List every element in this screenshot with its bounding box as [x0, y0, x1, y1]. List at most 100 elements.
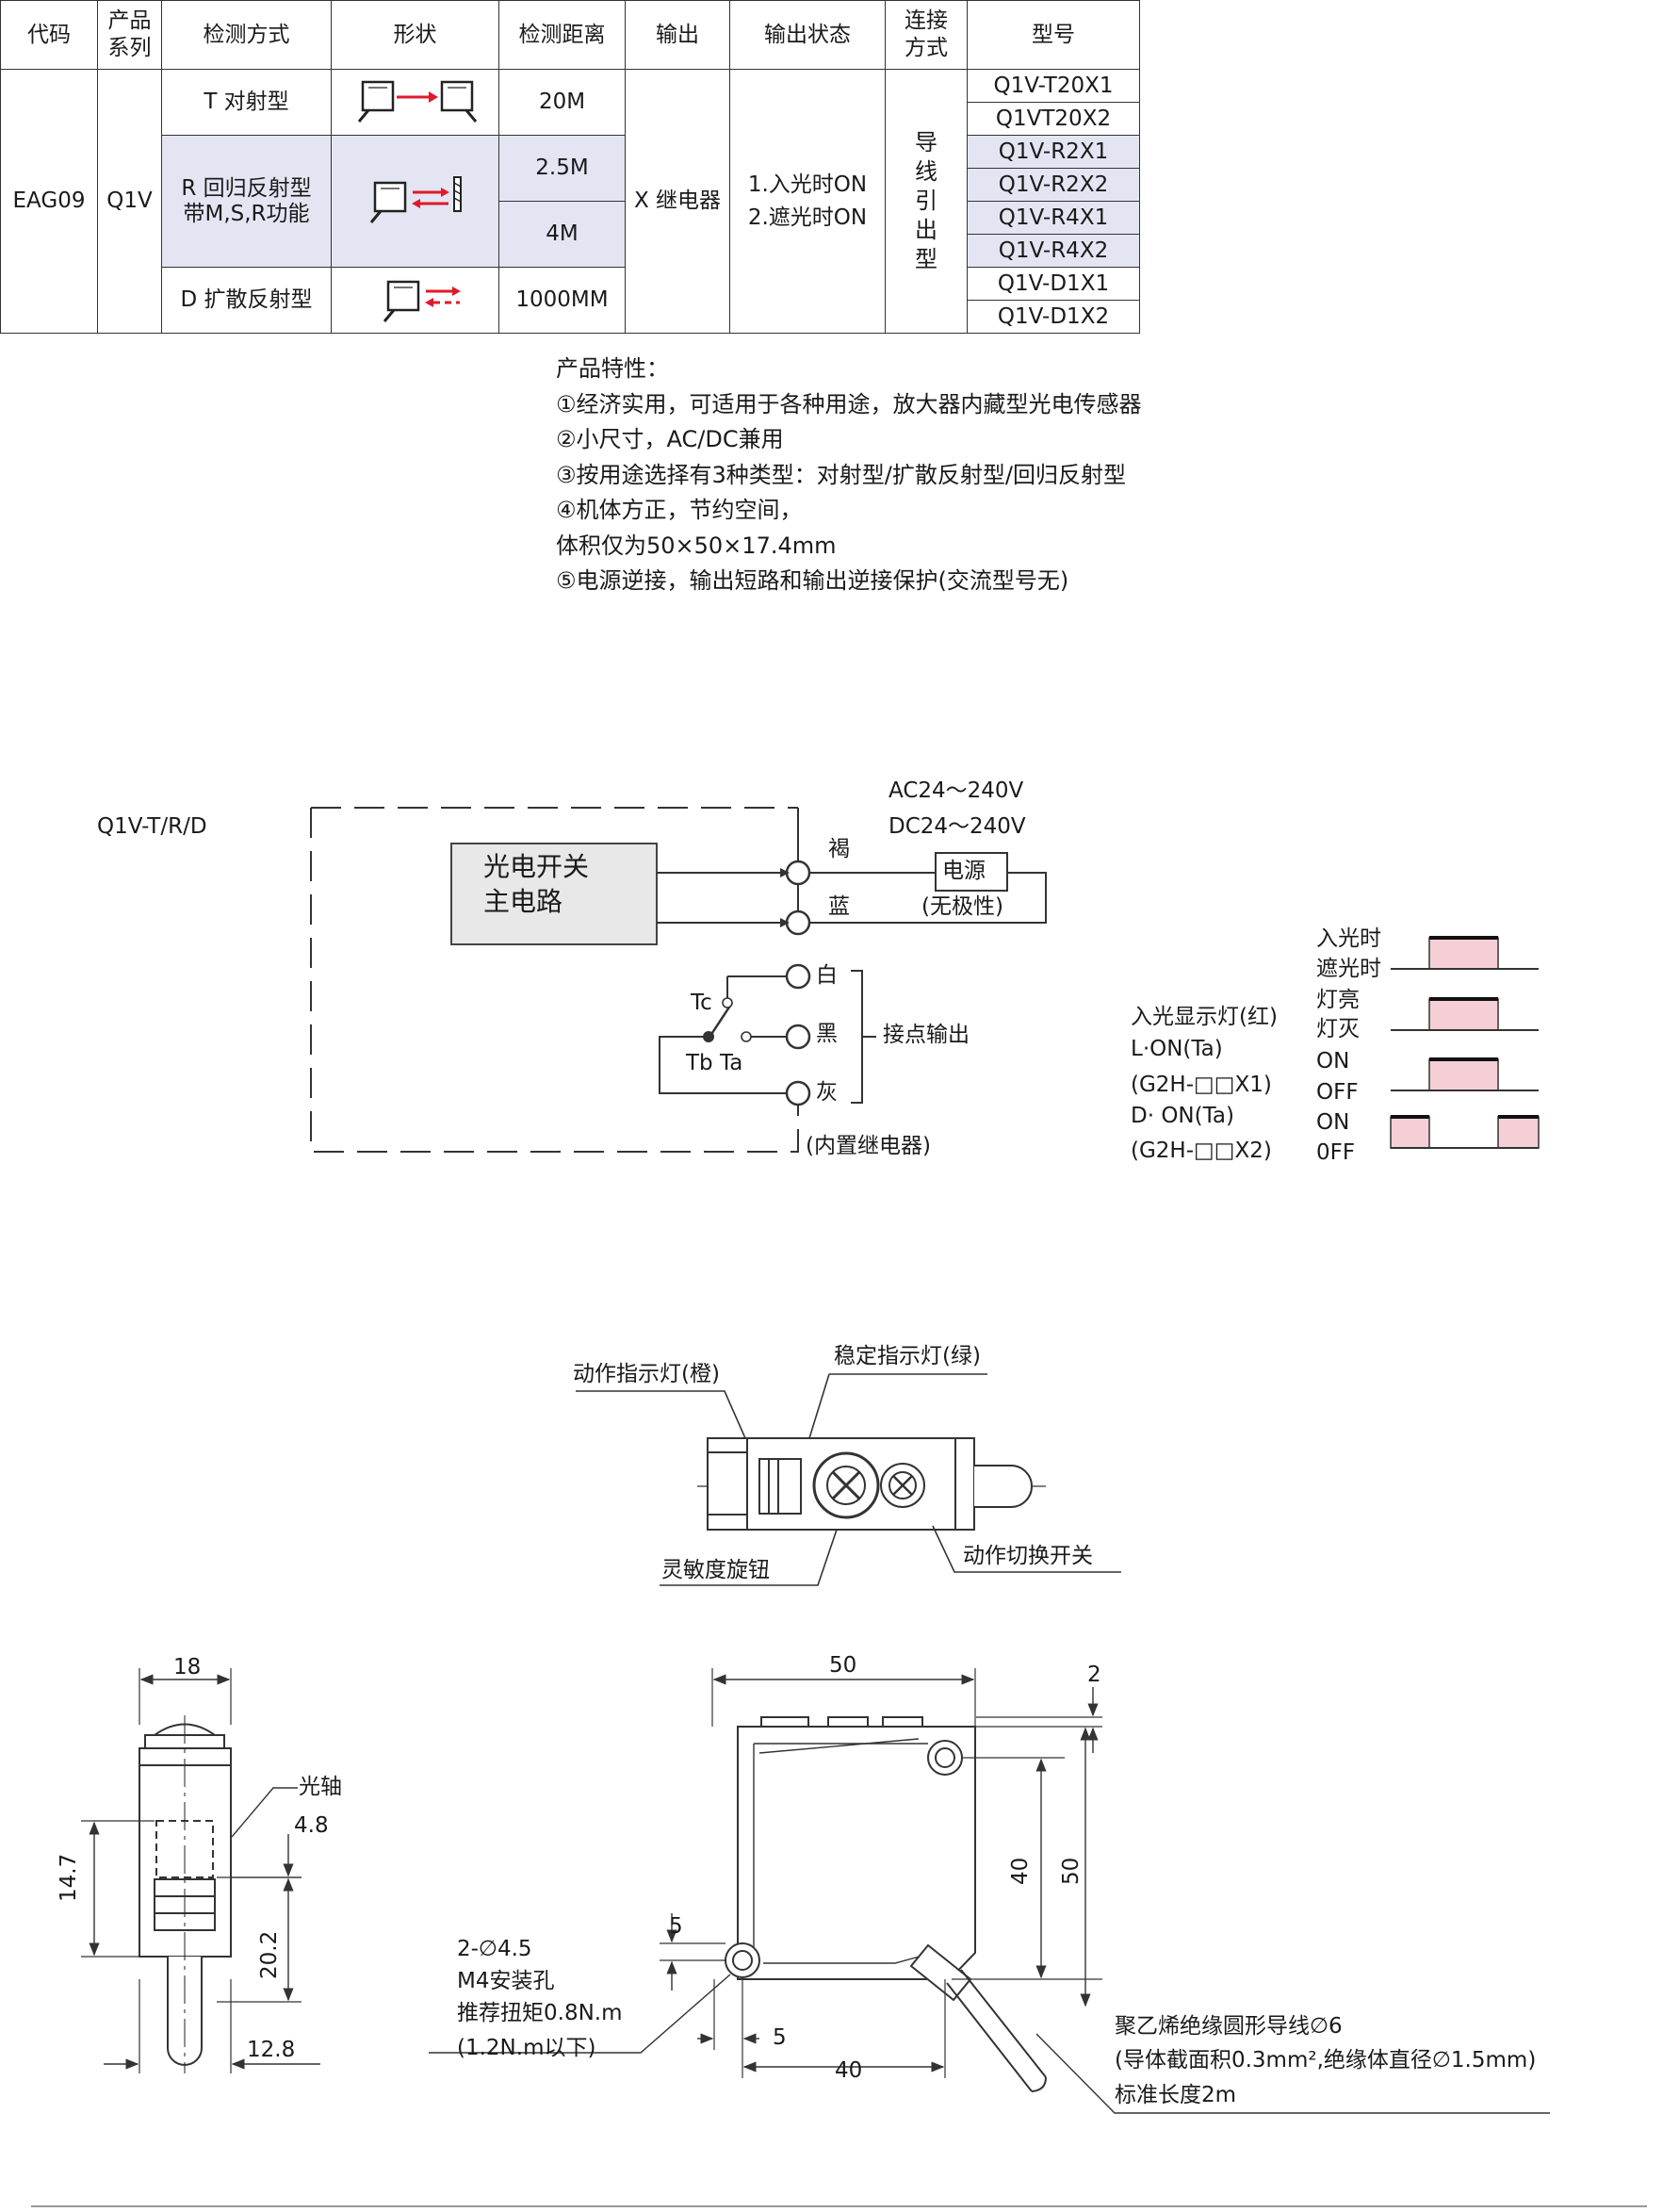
hole-spec-line4: (1.2N.m以下) — [457, 2036, 596, 2060]
table-row: Q1VT20X2 — [1, 102, 1140, 136]
main-circuit-line2: 主电路 — [483, 886, 563, 917]
method-r-cell: R 回归反射型带M,S,R功能 — [161, 135, 332, 268]
d-model-label: (G2H-□□X2) — [1131, 1139, 1272, 1163]
dim-20-2: 20.2 — [257, 1930, 282, 1979]
pulse-l-on — [1428, 1058, 1499, 1091]
action-led-label: 动作指示灯(橙) — [573, 1362, 720, 1386]
lamp-on-label: 灯亮 — [1316, 988, 1360, 1012]
table-row: D 扩散反射型 1000MM Q1V-D1X1 — [1, 267, 1140, 334]
through-beam-icon — [357, 81, 477, 123]
header-state: 输出状态 — [729, 0, 886, 70]
header-method: 检测方式 — [161, 0, 332, 70]
pulse-d-on-right — [1497, 1116, 1540, 1149]
wire-black-label: 黑 — [816, 1022, 838, 1046]
lamp-label: 入光显示灯(红) — [1131, 1005, 1278, 1029]
off-label: OFF — [1316, 1080, 1359, 1105]
table-header-row: 代码 产品系列 检测方式 形状 检测距离 输出 输出状态 连接方式 型号 — [0, 0, 1140, 70]
l-model-label: (G2H-□□X1) — [1131, 1073, 1272, 1097]
dim-18: 18 — [173, 1655, 202, 1679]
l-on-label: L·ON(Ta) — [1131, 1037, 1223, 1061]
distance-4m: 4M — [498, 201, 626, 268]
table-row: Q1V-D1X2 — [1, 300, 1140, 334]
distance-2-5m: 2.5M — [498, 135, 626, 202]
circuit-model: Q1V-T/R/D — [97, 814, 207, 839]
header-series: 产品系列 — [97, 0, 162, 70]
table-row: 4M Q1V-R4X1 — [1, 201, 1140, 268]
feature-title: 产品特性： — [556, 355, 669, 382]
feature-list: 产品特性： ①经济实用，可适用于各种用途，放大器内藏型光电传感器 ②小尺寸，AC… — [556, 352, 1142, 599]
dim-14-7: 14.7 — [57, 1853, 81, 1902]
sensitivity-knob-label: 灵敏度旋钮 — [661, 1558, 770, 1582]
retro-reflective-icon — [369, 176, 462, 224]
ac-voltage: AC24～240V — [888, 778, 1024, 803]
table-row: Q1V-R2X2 — [1, 168, 1140, 202]
header-distance: 检测距离 — [498, 0, 626, 70]
feature-item: ④机体方正，节约空间， — [556, 497, 803, 523]
wire-blue-label: 蓝 — [828, 894, 850, 919]
header-shape: 形状 — [331, 0, 499, 70]
header-model: 型号 — [967, 0, 1140, 70]
method-d-cell: D 扩散反射型 — [161, 267, 332, 334]
distance-1000mm: 1000MM — [498, 267, 626, 334]
feature-item: 体积仅为50×50×17.4mm — [556, 532, 837, 559]
table-row: Q1V-R4X2 — [1, 234, 1140, 268]
feature-item: ①经济实用，可适用于各种用途，放大器内藏型光电传感器 — [556, 390, 1142, 418]
model-cell: Q1V-R2X2 — [967, 168, 1140, 202]
dim-50-width: 50 — [829, 1653, 857, 1678]
tc-label: Tc — [691, 991, 712, 1015]
cable-spec-line2: (导体截面积0.3mm²,绝缘体直径∅1.5mm) — [1115, 2048, 1537, 2073]
dim-5-horizontal: 5 — [773, 2025, 787, 2050]
model-cell: Q1V-R4X1 — [967, 201, 1140, 235]
on-label: ON — [1316, 1110, 1350, 1135]
distance-20m: 20M — [498, 69, 626, 136]
dim-4-8: 4.8 — [294, 1813, 329, 1838]
table-row: R 回归反射型带M,S,R功能 2.5M Q1V-R2X1 — [1, 135, 1140, 268]
cable-spec-line3: 标准长度2m — [1115, 2083, 1237, 2107]
pulse-light — [1428, 937, 1499, 970]
mode-switch-label: 动作切换开关 — [963, 1544, 1093, 1568]
dim-50-height: 50 — [1059, 1857, 1084, 1885]
wire-brown-label: 褐 — [828, 837, 850, 861]
model-cell: Q1V-R4X2 — [967, 234, 1140, 268]
page-rule — [31, 2205, 1647, 2207]
hole-spec-line3: 推荐扭矩0.8N.m — [457, 2001, 623, 2025]
feature-item: ③按用途选择有3种类型：对射型/扩散反射型/回归反射型 — [556, 461, 1126, 488]
diffuse-reflective-icon — [383, 281, 461, 323]
light-on-label: 入光时 — [1316, 926, 1381, 951]
pulse-lamp — [1428, 998, 1499, 1031]
cable-spec-line1: 聚乙烯绝缘圆形导线∅6 — [1115, 2014, 1343, 2039]
lamp-off-label: 灯灭 — [1316, 1017, 1360, 1041]
dim-2: 2 — [1087, 1663, 1101, 1687]
model-cell: Q1V-D1X2 — [967, 300, 1140, 334]
d-on-label: D· ON(Ta) — [1131, 1104, 1234, 1128]
light-off-label: 遮光时 — [1316, 957, 1381, 981]
stable-led-label: 稳定指示灯(绿) — [834, 1344, 981, 1368]
feature-item: ②小尺寸，AC/DC兼用 — [556, 426, 784, 452]
model-cell: Q1V-R2X1 — [967, 135, 1140, 169]
series-cell: Q1V — [97, 69, 162, 334]
feature-item: ⑤电源逆接，输出短路和输出逆接保护(交流型号无) — [556, 567, 1069, 594]
wire-gray-label: 灰 — [816, 1080, 838, 1105]
relay-label: (内置继电器) — [806, 1134, 931, 1158]
header-connection: 连接方式 — [885, 0, 968, 70]
power-label: 电源 — [942, 859, 986, 883]
hole-spec-line1: 2-∅4.5 — [457, 1937, 532, 1961]
wire-white-label: 白 — [816, 963, 838, 988]
off-label: 0FF — [1316, 1140, 1356, 1165]
shape-r-cell — [331, 135, 499, 268]
tbta-label: Tb Ta — [686, 1051, 743, 1075]
main-circuit-line1: 光电开关 — [483, 851, 590, 882]
contact-output-label: 接点输出 — [883, 1023, 970, 1047]
hole-spec-line2: M4安装孔 — [457, 1969, 555, 1993]
spec-table: 代码 产品系列 检测方式 形状 检测距离 输出 输出状态 连接方式 型号 EAG… — [0, 0, 1140, 334]
header-code: 代码 — [0, 0, 98, 70]
dim-12-8: 12.8 — [247, 2038, 296, 2062]
header-output: 输出 — [625, 0, 730, 70]
on-label: ON — [1316, 1049, 1350, 1073]
